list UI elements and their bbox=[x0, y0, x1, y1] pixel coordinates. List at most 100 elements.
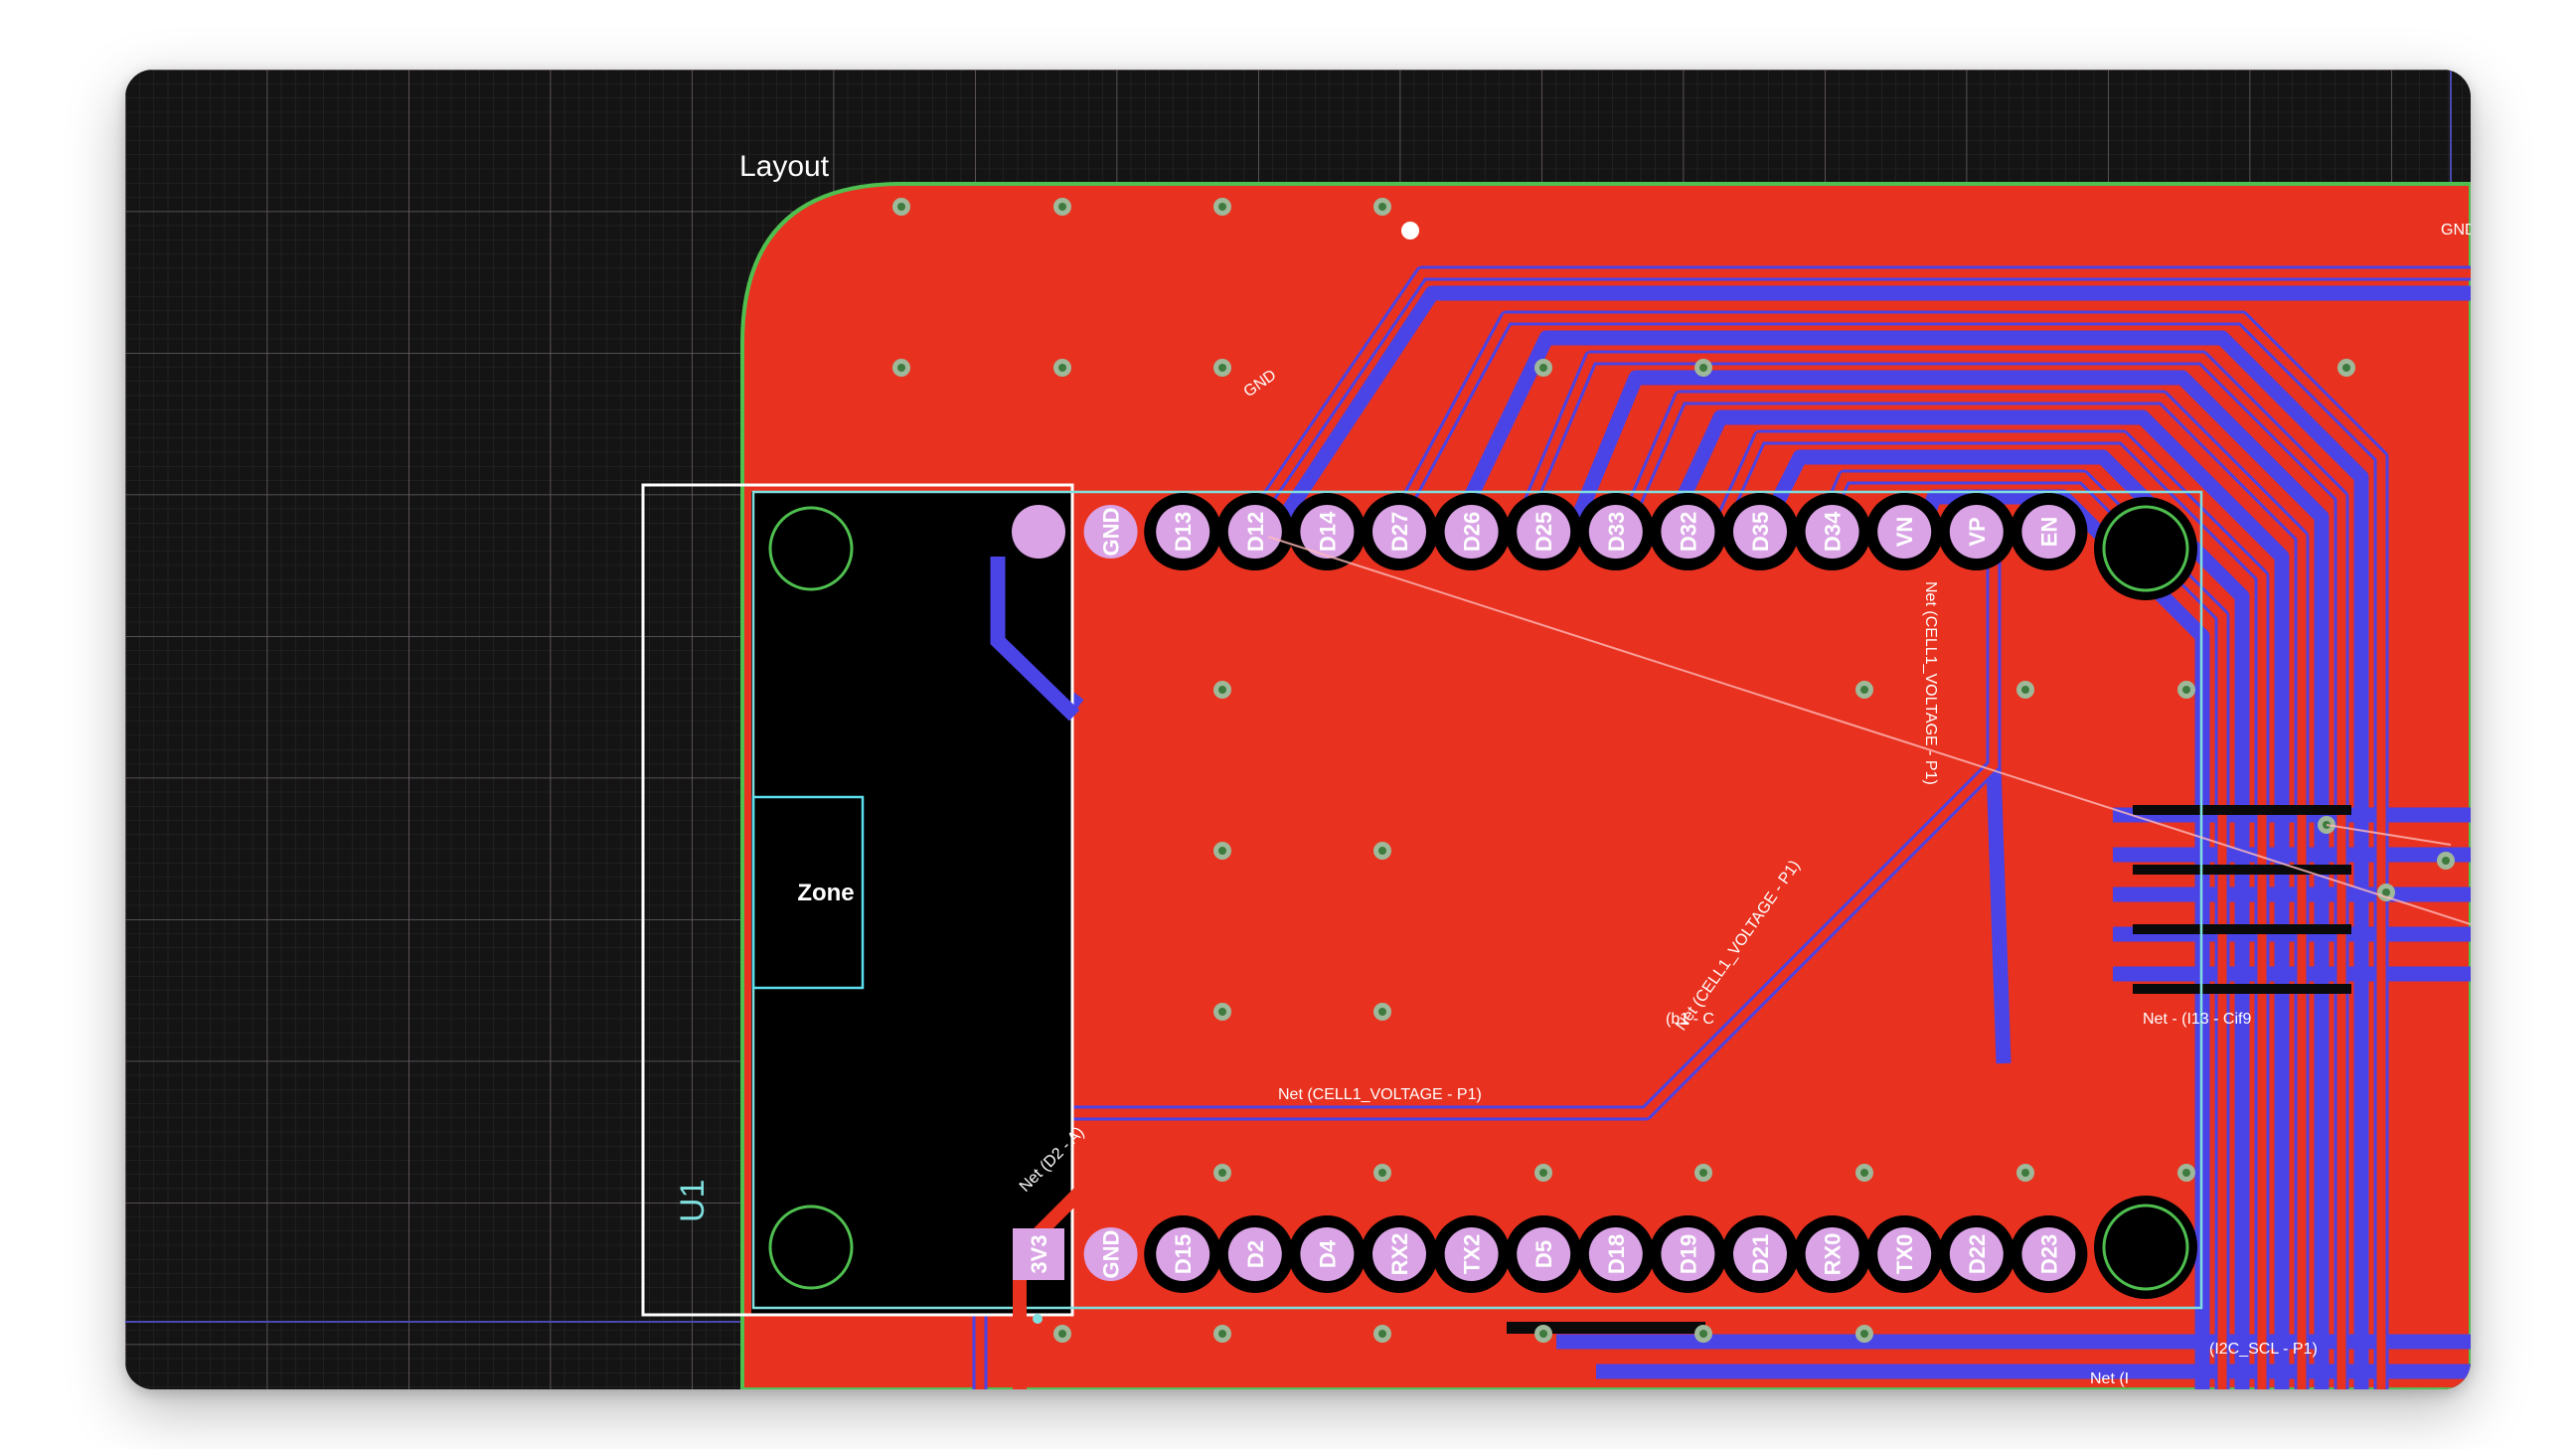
pin-label: D35 bbox=[1748, 512, 1773, 552]
pin-label: D12 bbox=[1243, 512, 1268, 552]
pad bbox=[1156, 1227, 1210, 1281]
pad bbox=[1300, 505, 1355, 559]
header-top-pin-13[interactable]: VN bbox=[1865, 493, 1944, 570]
header-top-pin-1[interactable] bbox=[1012, 505, 1065, 559]
pin-label: D19 bbox=[1676, 1234, 1700, 1274]
layout-label: Layout bbox=[739, 150, 830, 183]
mounting-hole-top-left[interactable] bbox=[768, 506, 854, 591]
zone-label: Zone bbox=[797, 880, 854, 906]
via-33[interactable] bbox=[2377, 884, 2395, 901]
pcb-canvas[interactable]: Layout bbox=[125, 70, 2471, 1389]
pin-label: TX2 bbox=[1460, 1234, 1485, 1274]
via-24[interactable] bbox=[2016, 1164, 2034, 1182]
via-12[interactable] bbox=[1855, 681, 1873, 699]
header-bottom-pin-13[interactable]: TX0 bbox=[1865, 1215, 1944, 1293]
header-top-pin-5[interactable]: D14 bbox=[1288, 493, 1367, 570]
header-bottom-pin-3[interactable]: D15 bbox=[1144, 1215, 1222, 1293]
via-17[interactable] bbox=[1213, 1003, 1231, 1021]
mounting-hole-bottom-right-ring bbox=[2102, 1204, 2189, 1291]
via-22[interactable] bbox=[1694, 1164, 1712, 1182]
via-drill bbox=[1378, 203, 1386, 211]
header-bottom-pin-10[interactable]: D19 bbox=[1649, 1215, 1727, 1293]
pad bbox=[1949, 1227, 2004, 1281]
header-bottom-pin-7[interactable]: TX2 bbox=[1432, 1215, 1511, 1293]
via-4[interactable] bbox=[1373, 198, 1391, 216]
header-bottom-pin-5[interactable]: D4 bbox=[1288, 1215, 1367, 1293]
header-top-pin-15[interactable]: EN bbox=[2010, 493, 2088, 570]
u1-body[interactable] bbox=[751, 492, 1071, 1314]
via-29[interactable] bbox=[1534, 1325, 1552, 1343]
via-6[interactable] bbox=[1053, 359, 1071, 377]
pin-label: VP bbox=[1965, 517, 1990, 546]
via-19[interactable] bbox=[1213, 1164, 1231, 1182]
via-15[interactable] bbox=[1213, 842, 1231, 860]
via-drill bbox=[1699, 1169, 1707, 1177]
header-bottom-pin-14[interactable]: D22 bbox=[1937, 1215, 2015, 1293]
pin-label: D33 bbox=[1604, 512, 1629, 552]
via-8[interactable] bbox=[1534, 359, 1552, 377]
header-top-pin-9[interactable]: D33 bbox=[1576, 493, 1655, 570]
header-top-pin-12[interactable]: D34 bbox=[1793, 493, 1871, 570]
mounting-hole-bottom-right[interactable] bbox=[2094, 1196, 2197, 1299]
pin-label: D2 bbox=[1243, 1240, 1268, 1268]
via-16[interactable] bbox=[1373, 842, 1391, 860]
via-20[interactable] bbox=[1373, 1164, 1391, 1182]
via-30[interactable] bbox=[1694, 1325, 1712, 1343]
header-bottom-pin-15[interactable]: D23 bbox=[2010, 1215, 2088, 1293]
via-5[interactable] bbox=[892, 359, 910, 377]
via-2[interactable] bbox=[1053, 198, 1071, 216]
pad bbox=[1083, 505, 1138, 559]
via-34[interactable] bbox=[2437, 852, 2455, 870]
via-27[interactable] bbox=[1213, 1325, 1231, 1343]
via-3[interactable] bbox=[1213, 198, 1231, 216]
header-top-pin-2[interactable]: GND bbox=[1083, 505, 1138, 559]
net-label-partial-bottom: Net (I bbox=[2090, 1370, 2129, 1387]
via-31[interactable] bbox=[1855, 1325, 1873, 1343]
via-9[interactable] bbox=[1694, 359, 1712, 377]
pad bbox=[1156, 505, 1210, 559]
via-14[interactable] bbox=[2177, 681, 2195, 699]
header-top-pin-14[interactable]: VP bbox=[1937, 493, 2015, 570]
header-bottom-pin-12[interactable]: RX0 bbox=[1793, 1215, 1871, 1293]
via-23[interactable] bbox=[1855, 1164, 1873, 1182]
via-drill bbox=[1218, 1008, 1226, 1016]
board-copper-fill[interactable] bbox=[740, 182, 2471, 1389]
header-bottom-pin-6[interactable]: RX2 bbox=[1361, 1215, 1438, 1293]
via-26[interactable] bbox=[1053, 1325, 1071, 1343]
u1-component[interactable]: Zone U1 bbox=[641, 483, 2203, 1317]
via-10[interactable] bbox=[2337, 359, 2355, 377]
zone-outline[interactable] bbox=[751, 795, 865, 990]
pad bbox=[1517, 1227, 1571, 1281]
pad bbox=[1661, 1227, 1715, 1281]
via-1[interactable] bbox=[892, 198, 910, 216]
header-bottom-pin-11[interactable]: D21 bbox=[1721, 1215, 1799, 1293]
header-bottom-pin-4[interactable]: D2 bbox=[1215, 1215, 1294, 1293]
via-13[interactable] bbox=[2016, 681, 2034, 699]
pad bbox=[1444, 505, 1499, 559]
via-7[interactable] bbox=[1213, 359, 1231, 377]
header-bottom-pin-1[interactable]: 3V3 bbox=[1013, 1228, 1064, 1280]
header-bottom-pin-8[interactable]: D5 bbox=[1505, 1215, 1583, 1293]
pad bbox=[1227, 505, 1282, 559]
left-blue-stub bbox=[990, 557, 1080, 722]
d2-trace[interactable] bbox=[1013, 1143, 1116, 1389]
header-bottom-pin-2[interactable]: GND bbox=[1083, 1227, 1138, 1281]
via-25[interactable] bbox=[2177, 1164, 2195, 1182]
header-top-pin-3[interactable]: D13 bbox=[1144, 493, 1222, 570]
mounting-hole-bottom-left[interactable] bbox=[768, 1205, 854, 1290]
mounting-hole-top-right[interactable] bbox=[2094, 497, 2197, 600]
header-top-pin-11[interactable]: D35 bbox=[1721, 493, 1799, 570]
header-bottom-pin-9[interactable]: D18 bbox=[1576, 1215, 1655, 1293]
pcb-editor-window: Layout bbox=[125, 70, 2471, 1389]
via-28[interactable] bbox=[1373, 1325, 1391, 1343]
header-top-pin-4[interactable]: D12 bbox=[1215, 493, 1294, 570]
pad bbox=[1300, 1227, 1355, 1281]
via-11[interactable] bbox=[1213, 681, 1231, 699]
header-top-pin-7[interactable]: D26 bbox=[1432, 493, 1511, 570]
via-drill bbox=[2182, 686, 2190, 694]
via-18[interactable] bbox=[1373, 1003, 1391, 1021]
header-top-pin-10[interactable]: D32 bbox=[1649, 493, 1727, 570]
via-21[interactable] bbox=[1534, 1164, 1552, 1182]
header-top-pin-8[interactable]: D25 bbox=[1505, 493, 1583, 570]
header-top-pin-6[interactable]: D27 bbox=[1361, 493, 1438, 570]
